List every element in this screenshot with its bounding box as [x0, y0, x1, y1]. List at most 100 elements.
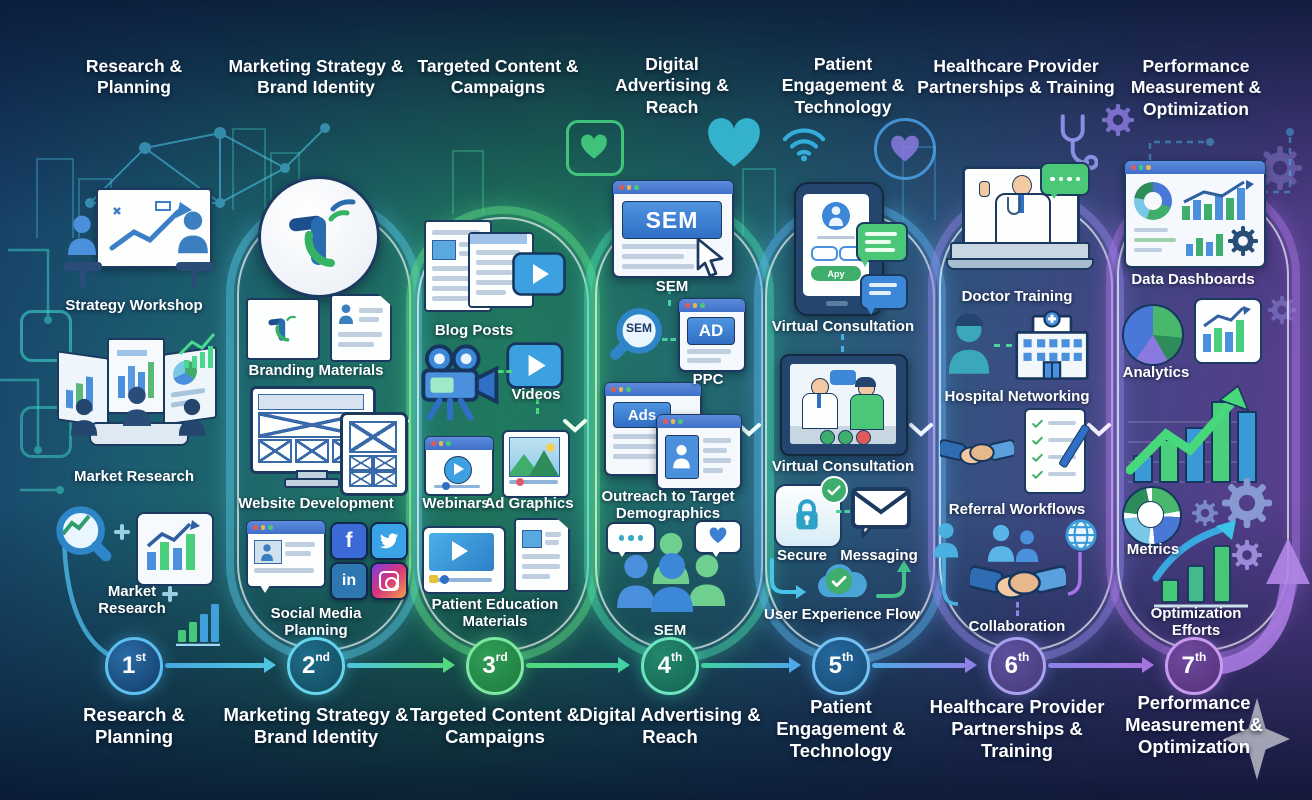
video-lesson-player — [422, 526, 506, 594]
item-label: SEM — [655, 278, 689, 295]
step1-footer: Research & Planning — [83, 704, 185, 748]
brand-document — [330, 294, 392, 362]
brand-logo-circle — [258, 176, 380, 298]
step-connector-arrow — [347, 657, 455, 673]
avatar-person-icon — [828, 206, 844, 226]
profile-browser-window — [656, 414, 742, 490]
audience-person — [648, 552, 696, 612]
step7-footer: Performance Measurement & Optimization — [1125, 692, 1263, 758]
heart-icon — [709, 527, 727, 544]
item-label: Ad Graphics — [484, 495, 574, 512]
end-call-button — [856, 430, 871, 444]
logo-card — [246, 298, 320, 360]
pulse-heart-decoration — [706, 116, 762, 170]
step-connector-arrow — [1048, 657, 1154, 673]
item-label: Patient Education Materials — [431, 596, 559, 631]
connector-line — [1068, 552, 1082, 596]
envelope-icon — [850, 486, 912, 538]
plus-sign — [114, 524, 130, 540]
growth-chart — [1126, 384, 1257, 483]
flow-arrow-left — [770, 558, 806, 599]
pie-chart — [1122, 304, 1184, 366]
partner-person — [932, 522, 960, 558]
attendee-person — [66, 214, 98, 256]
dashes — [498, 370, 512, 373]
linkedin-icon: in — [330, 562, 368, 600]
education-document — [514, 518, 570, 592]
presenter-person — [176, 210, 210, 254]
step6-footer: Healthcare Provider Partnerships & Train… — [929, 696, 1105, 762]
sem-banner: SEM — [622, 201, 722, 239]
item-label: Social Media Planning — [270, 605, 362, 640]
check-icon — [1031, 468, 1044, 481]
step2-header: Marketing Strategy & Brand Identity — [228, 56, 404, 98]
dashboard-window — [1124, 160, 1266, 268]
item-label: Blog Posts — [434, 322, 514, 339]
call-button — [838, 430, 853, 444]
step-connector-arrow — [526, 657, 630, 673]
video-camera-icon — [418, 344, 500, 420]
market-research-analysis-icon — [52, 498, 217, 593]
dashes — [994, 344, 1012, 347]
call-button — [820, 430, 835, 444]
chair-leg — [192, 271, 197, 289]
collab-person — [986, 524, 1016, 562]
social-post-browser — [246, 520, 326, 593]
chair — [64, 262, 102, 271]
item-label: Market Research — [73, 468, 195, 485]
video-thumbnail-icon — [512, 252, 566, 296]
social-media-icons: f in — [246, 518, 408, 602]
heart-icon — [580, 134, 608, 160]
growth-bars-mini — [176, 604, 220, 646]
referral-workflow-icons — [940, 408, 1092, 500]
hospital-networking-icons — [942, 308, 1094, 384]
check-icon — [1031, 451, 1044, 464]
step1-header: Research & Planning — [85, 56, 183, 98]
skyline-decoration — [232, 128, 266, 210]
chair-leg — [80, 271, 85, 289]
step3-footer: Targeted Content & Campaigns — [409, 704, 581, 748]
lock-icon — [792, 496, 822, 534]
item-label: Virtual Consultation — [771, 318, 915, 335]
sem-audience-icons — [598, 516, 746, 620]
branding-materials-icons — [246, 294, 394, 362]
analytics-icons — [1122, 298, 1262, 366]
step2-footer: Marketing Strategy & Brand Identity — [223, 704, 409, 748]
item-label: Branding Materials — [248, 362, 384, 379]
analyst-person — [69, 398, 99, 436]
heart-icon — [890, 135, 920, 163]
website-development-icons — [248, 384, 408, 496]
sem-magnifier-icon: SEM — [604, 304, 666, 366]
twitter-icon — [370, 522, 408, 560]
check-icon — [1031, 434, 1044, 447]
step-connector-arrow — [872, 657, 977, 673]
item-label: Strategy Workshop — [65, 297, 203, 314]
analyst-person — [177, 398, 207, 436]
connector-line — [942, 556, 959, 606]
bar-trend-chart — [1182, 180, 1254, 220]
hospital-building-icon — [1014, 310, 1090, 382]
cursor-icon — [692, 236, 728, 278]
step5-header: Patient Engagement & Technology — [781, 54, 905, 117]
dashes — [836, 510, 850, 513]
item-label: Virtual Consultation — [771, 458, 915, 475]
step6-header: Healthcare Provider Partnerships & Train… — [917, 56, 1115, 98]
item-label: Metrics — [1126, 541, 1180, 558]
verified-badge — [820, 476, 848, 504]
handshake-icon — [940, 430, 1014, 474]
blog-posts-icons — [424, 216, 566, 316]
skyline-decoration — [452, 150, 484, 214]
tablet-wireframe — [340, 412, 408, 496]
step-connector-arrow — [165, 657, 276, 673]
chevron-down-icon — [909, 423, 933, 437]
play-button-icon — [506, 342, 564, 389]
photo-person-icon — [260, 544, 274, 561]
step-connector-arrow — [701, 657, 801, 673]
